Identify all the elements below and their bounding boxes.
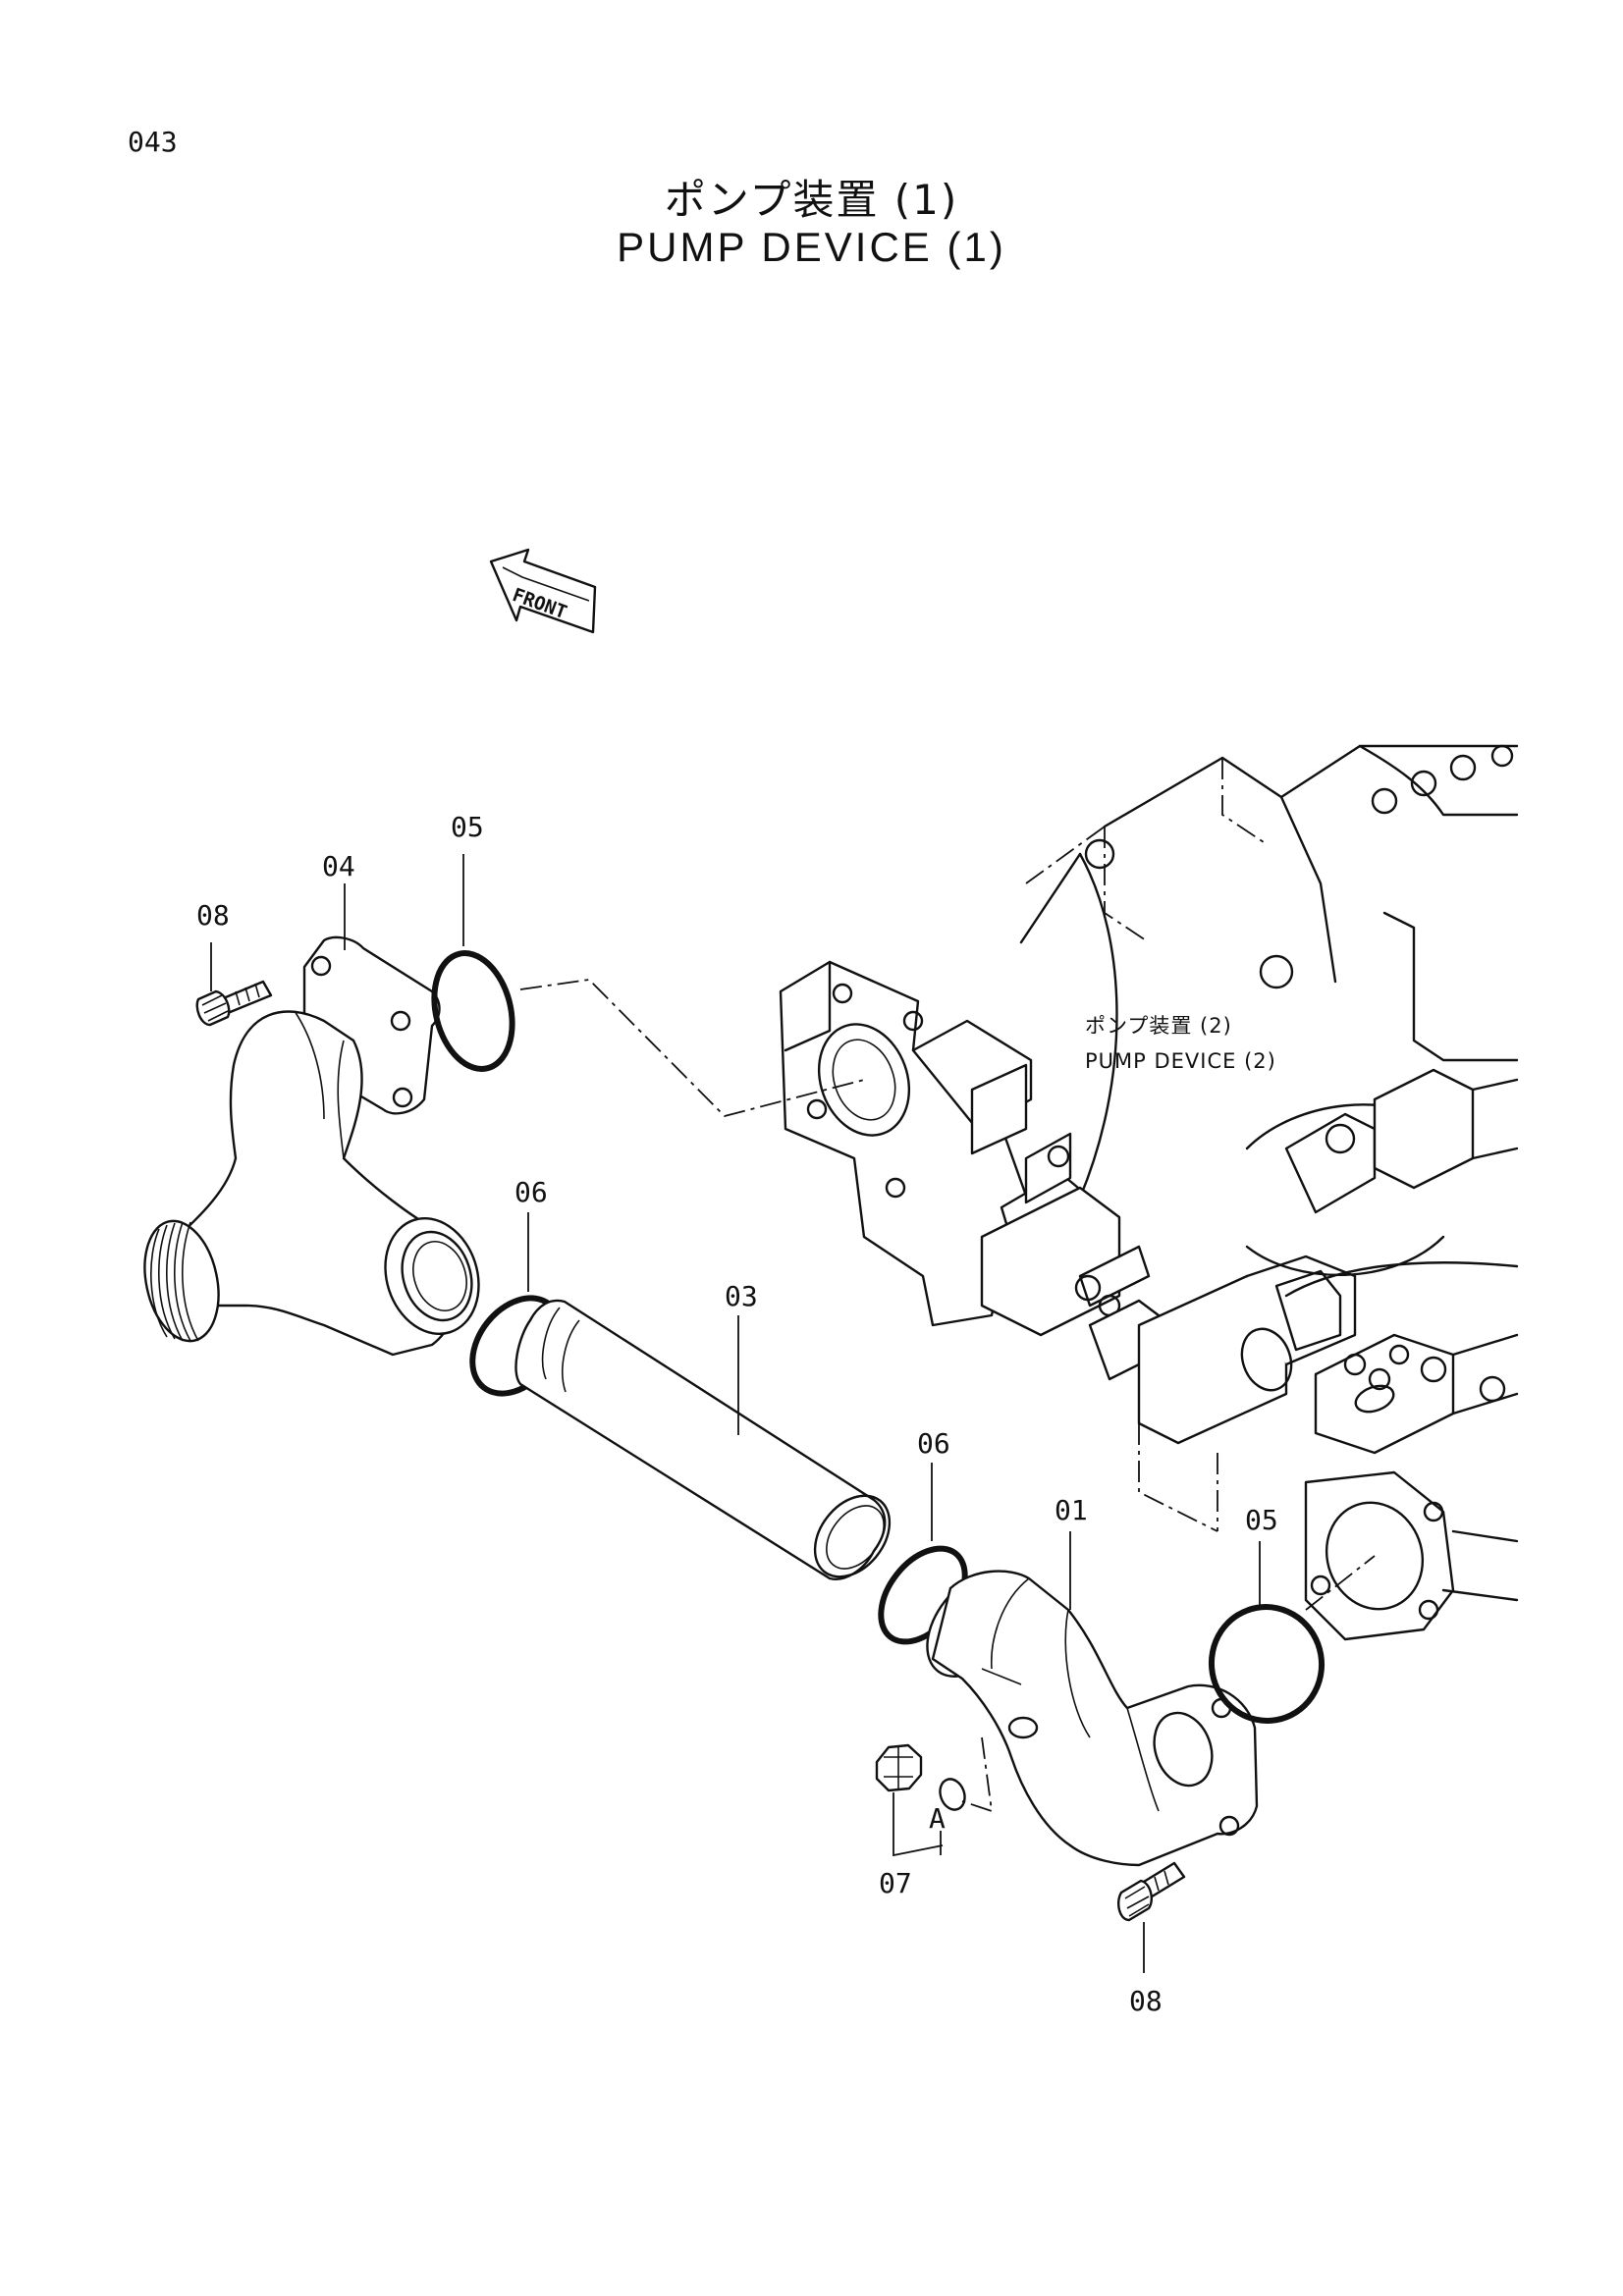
callout-04: 04	[322, 850, 355, 882]
callout-detail-a: A	[929, 1802, 946, 1835]
front-arrow-icon: FRONT	[489, 548, 597, 634]
callout-01: 01	[1055, 1494, 1088, 1526]
page-title-english: PUMP DEVICE (1)	[617, 224, 1006, 270]
callout-06-upper: 06	[514, 1176, 548, 1208]
leader-lines	[210, 854, 1261, 1973]
page-title-japanese: ポンプ装置 (1)	[664, 176, 959, 224]
part-07-plug	[875, 1743, 923, 1792]
callout-05-lower: 05	[1245, 1504, 1278, 1536]
callout-07: 07	[879, 1867, 912, 1899]
part-04-upper-elbow	[143, 935, 480, 1357]
part-05-upper-o-ring	[431, 950, 515, 1072]
part-05-lower-o-ring	[1208, 1604, 1325, 1724]
detail-a-seal	[939, 1778, 966, 1811]
assembly-line-detail-a	[961, 1736, 994, 1813]
page-number: 043	[128, 126, 178, 158]
callout-08-lower: 08	[1129, 1985, 1163, 2017]
part-08-upper-bolt	[195, 980, 273, 1027]
part-03-pipe	[514, 1299, 892, 1580]
assembly-line-lower	[1305, 1555, 1376, 1611]
pump-device-assembly	[779, 744, 1519, 1641]
callout-03: 03	[725, 1280, 758, 1312]
reference-label-english: PUMP DEVICE (2)	[1085, 1049, 1276, 1073]
callout-06-lower: 06	[917, 1427, 950, 1460]
reference-label-japanese: ポンプ装置 (2)	[1085, 1014, 1232, 1038]
callout-08-upper: 08	[196, 899, 230, 932]
part-01-lower-elbow	[926, 1570, 1259, 1867]
assembly-line-upper	[519, 979, 865, 1118]
part-08-lower-bolt	[1117, 1861, 1186, 1922]
callout-05-upper: 05	[451, 811, 484, 843]
